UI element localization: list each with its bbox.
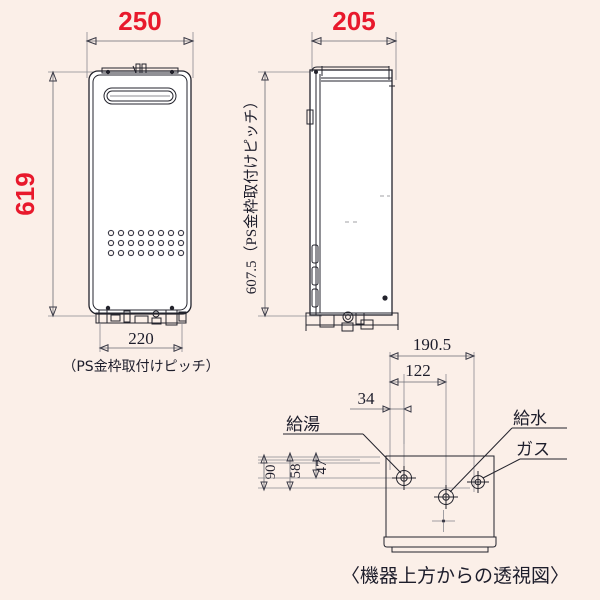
top-dim-122: 122 bbox=[388, 361, 448, 500]
leader-hot-water: 給湯 bbox=[283, 415, 402, 474]
front-mount-pitch-dimension: 220 bbox=[98, 322, 184, 352]
top-view-center-mark bbox=[432, 510, 455, 532]
front-exhaust-louver bbox=[103, 87, 177, 105]
front-height-dimension: 619 bbox=[10, 70, 95, 318]
top-view-caption: 〈機器上方からの透視図〉 bbox=[341, 565, 569, 587]
top-left-dimensions: 90 58 47 bbox=[258, 451, 470, 492]
top-view-base-foot bbox=[391, 546, 489, 553]
side-body bbox=[306, 66, 395, 316]
pipe-hot-water bbox=[392, 466, 416, 490]
top-view-base-flange bbox=[383, 536, 497, 548]
top-dim-47-value: 47 bbox=[314, 459, 330, 475]
leader-cold-water: 給水 bbox=[449, 409, 567, 493]
front-view-group: 250 619 bbox=[10, 6, 220, 375]
side-depth-dimension: 205 bbox=[310, 6, 398, 80]
top-dim-58-value: 58 bbox=[288, 464, 304, 479]
top-dim-90-value: 90 bbox=[263, 465, 279, 480]
front-width-value: 250 bbox=[118, 6, 161, 36]
top-dim-34-value: 34 bbox=[358, 389, 376, 408]
side-body-outline bbox=[309, 69, 393, 316]
side-depth-value: 205 bbox=[332, 6, 375, 36]
top-dim-34: 34 bbox=[350, 389, 412, 470]
front-body-inner bbox=[92, 74, 188, 311]
pipe-gas bbox=[467, 471, 489, 493]
top-view-body bbox=[383, 455, 497, 553]
top-dim-190-5-value: 190.5 bbox=[413, 335, 451, 354]
label-gas: ガス bbox=[516, 440, 550, 460]
front-height-value: 619 bbox=[10, 172, 40, 215]
front-vent-dot-grid bbox=[107, 229, 185, 257]
side-bottom-fittings bbox=[305, 311, 399, 332]
top-view-group: 190.5 122 34 bbox=[258, 335, 569, 587]
front-bottom-fittings bbox=[95, 305, 187, 326]
side-view-group: 205 607.5（PS金枠取付けピッチ） bbox=[243, 6, 399, 332]
pipe-cold-water bbox=[434, 485, 458, 509]
label-hot-water: 給湯 bbox=[286, 415, 320, 435]
leader-gas: ガス bbox=[482, 440, 567, 479]
label-cold-water: 給水 bbox=[513, 409, 547, 429]
top-dim-190-5: 190.5 bbox=[388, 335, 476, 492]
side-height-value: 607.5（PS金枠取付けピッチ） bbox=[243, 94, 260, 294]
front-mount-pitch-note: （PS金枠取付けピッチ） bbox=[62, 359, 219, 375]
top-dim-122-value: 122 bbox=[405, 361, 431, 380]
front-top-bracket bbox=[101, 63, 179, 75]
front-mount-pitch-value: 220 bbox=[128, 329, 154, 348]
side-height-dimension: 607.5（PS金枠取付けピッチ） bbox=[243, 70, 322, 318]
front-width-dimension: 250 bbox=[85, 6, 195, 78]
